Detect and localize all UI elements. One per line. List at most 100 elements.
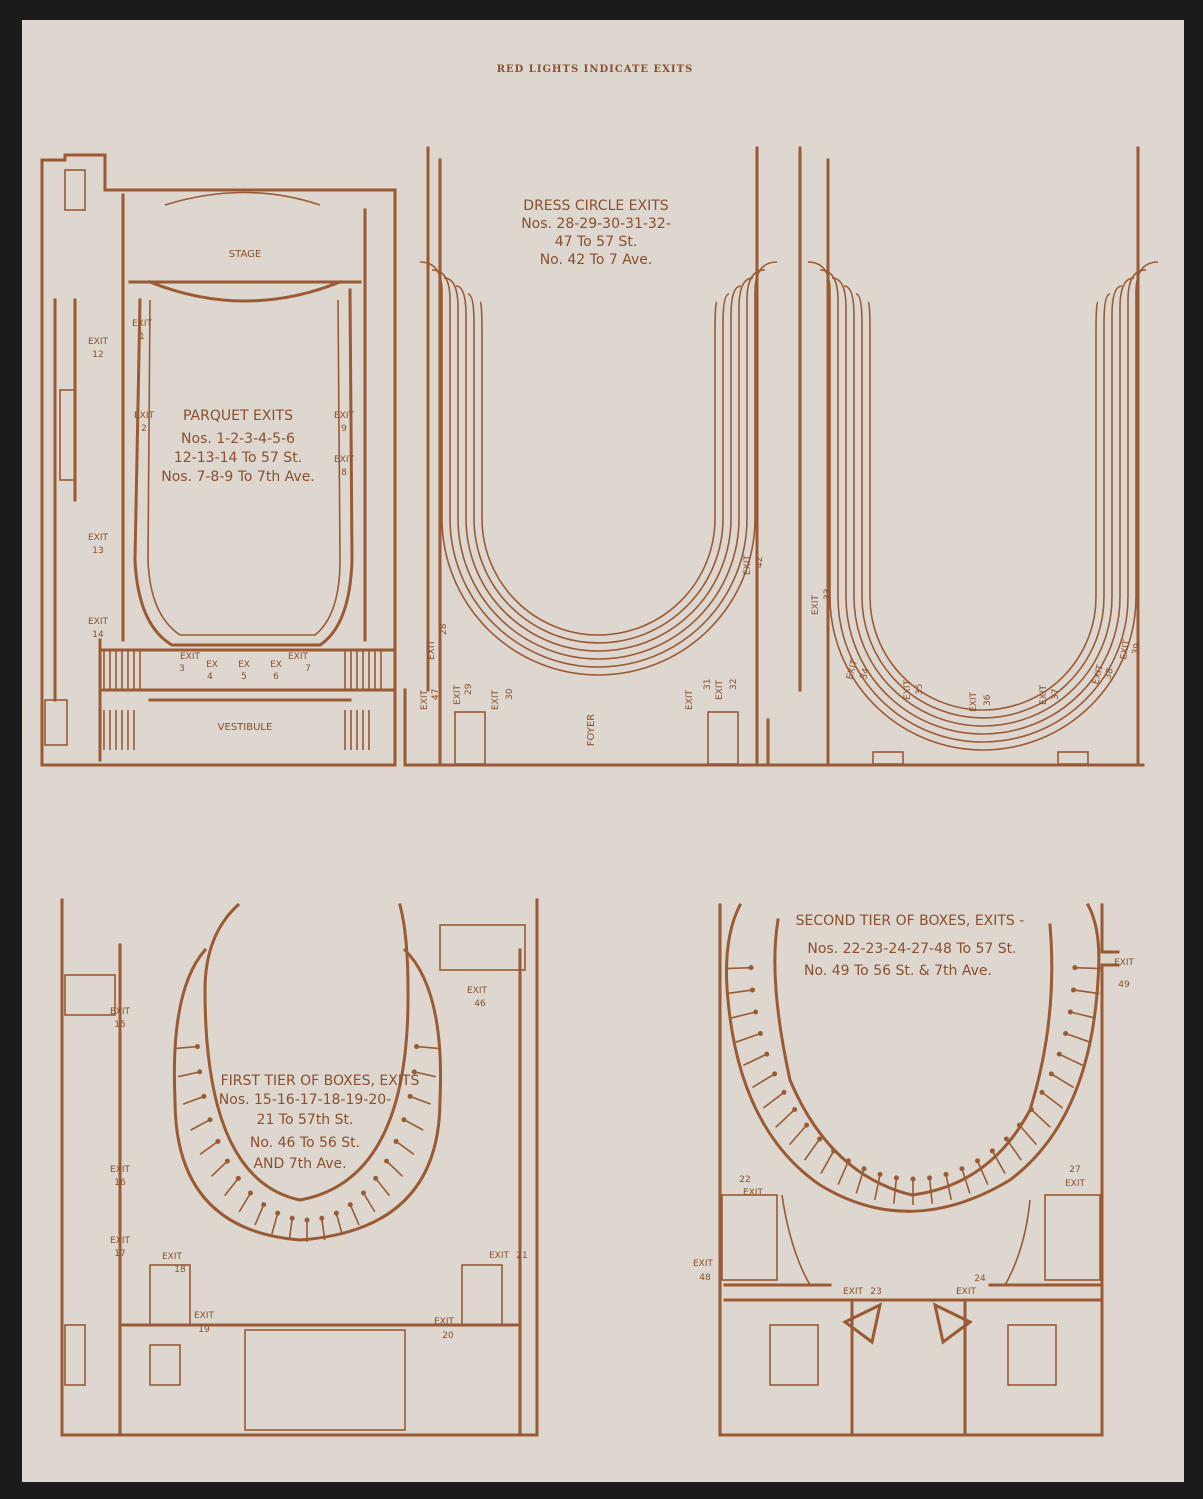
svg-text:EXIT: EXIT	[162, 1252, 183, 1262]
svg-text:17: 17	[114, 1249, 125, 1259]
second-tier-box-divider-seat	[893, 1175, 899, 1181]
second-tier-box-divider-seat	[927, 1175, 933, 1181]
svg-text:28: 28	[439, 623, 449, 635]
parquet-closet	[59, 389, 76, 481]
second-tier-title: SECOND TIER OF BOXES, EXITS -	[796, 913, 1025, 929]
second-tier-stair-left	[721, 1194, 778, 1281]
svg-text:EXIT: EXIT	[134, 411, 155, 421]
dress-circle-rows-left	[419, 261, 778, 676]
first-tier-boxes	[175, 1044, 439, 1242]
svg-text:6: 6	[273, 672, 279, 682]
first-tier-box-divider	[238, 1192, 252, 1213]
svg-text:19: 19	[198, 1325, 210, 1335]
dc-seat-block-left	[872, 751, 904, 765]
svg-text:29: 29	[464, 683, 474, 695]
first-tier-box-divider	[223, 1177, 239, 1197]
first-tier-box-divider	[199, 1140, 219, 1155]
second-tier-box-divider	[1065, 1032, 1091, 1043]
svg-text:EXIT: EXIT	[110, 1236, 131, 1246]
svg-text:38: 38	[1103, 667, 1116, 681]
second-tier-line-1: Nos. 22-23-24-27-48 To 57 St.	[807, 941, 1016, 957]
first-tier-box-divider-seat	[407, 1093, 413, 1099]
first-tier-balcony-rail	[172, 947, 443, 1242]
second-tier-box-divider	[873, 1174, 881, 1201]
second-tier-rail-inner	[773, 918, 1054, 1197]
svg-text:EX: EX	[270, 660, 282, 670]
svg-text:8: 8	[341, 468, 347, 478]
svg-text:7: 7	[305, 664, 311, 674]
dress-circle-row-right-3	[831, 277, 1135, 735]
svg-text:EXIT: EXIT	[489, 1251, 510, 1261]
second-tier-box-divider-seat	[792, 1107, 798, 1113]
first-tier-stair-20	[461, 1264, 503, 1326]
svg-text:4: 4	[207, 672, 213, 682]
second-tier-box-divider-seat	[750, 987, 756, 993]
first-tier-box-divider-seat	[224, 1158, 230, 1164]
stage-door-block	[64, 169, 86, 211]
svg-text:EXIT: EXIT	[110, 1007, 131, 1017]
second-tier-box-divider	[742, 1053, 768, 1067]
second-tier-box-divider-seat	[817, 1136, 823, 1142]
box-level-corridor-left	[781, 1194, 811, 1286]
second-tier-box-divider	[1041, 1091, 1064, 1109]
svg-text:EXIT: EXIT	[956, 1287, 977, 1297]
second-tier-closet-right	[1007, 1324, 1057, 1386]
dc-seat-block-right	[1057, 751, 1089, 765]
second-tier-box-divider	[1050, 1073, 1074, 1089]
svg-text:EXIT: EXIT	[288, 652, 309, 662]
exit-2-marker: EXIT 2	[134, 411, 155, 434]
second-tier-box-divider-seat	[975, 1158, 981, 1164]
svg-text:32: 32	[729, 679, 739, 690]
second-tier-box-divider-seat	[1067, 1009, 1073, 1015]
svg-text:EXIT: EXIT	[180, 652, 201, 662]
svg-text:20: 20	[442, 1331, 454, 1341]
dc-stair-right	[707, 711, 739, 765]
parquet-outer-wall	[40, 153, 397, 767]
svg-text:EXIT: EXIT	[1114, 958, 1135, 968]
svg-text:18: 18	[174, 1265, 186, 1275]
svg-text:2: 2	[141, 424, 147, 434]
second-tier-box-divider	[803, 1138, 821, 1161]
second-tier-box-divider-seat	[781, 1089, 787, 1095]
svg-text:33: 33	[823, 589, 833, 600]
dress-circle-row-right-4	[843, 285, 1123, 727]
second-tier-box-divider	[991, 1150, 1006, 1174]
svg-text:3: 3	[179, 664, 185, 674]
second-tier-box-divider	[837, 1160, 850, 1186]
svg-text:1: 1	[139, 332, 145, 342]
first-tier-box-divider	[403, 1119, 424, 1131]
second-tier-box-divider	[928, 1177, 934, 1204]
svg-text:EX: EX	[238, 660, 250, 670]
dress-circle-line-3: No. 42 To 7 Ave.	[540, 252, 653, 268]
first-tier-box-divider	[210, 1160, 228, 1177]
second-tier-box-divider	[762, 1091, 785, 1109]
svg-text:EXIT: EXIT	[194, 1311, 215, 1321]
second-tier-box-divider-seat	[1016, 1122, 1022, 1128]
parquet-auditorium-outline	[133, 288, 354, 647]
first-tier-box-divider-seat	[384, 1158, 390, 1164]
svg-text:EXIT: EXIT	[693, 1259, 714, 1269]
dc-stair-left	[454, 711, 486, 765]
second-tier-boxes	[725, 965, 1101, 1205]
first-tier-box-divider	[320, 1218, 326, 1241]
dress-circle-row-left-4	[455, 285, 742, 652]
first-tier-stair-18	[149, 1264, 191, 1326]
parquet-line-2: 12-13-14 To 57 St.	[174, 450, 302, 466]
second-tier-box-divider-seat	[757, 1030, 763, 1036]
parquet-stairs	[103, 650, 382, 750]
first-tier-box-divider-seat	[289, 1215, 295, 1221]
first-tier-box-divider-seat	[235, 1175, 241, 1181]
first-tier-box-divider-seat	[373, 1175, 379, 1181]
first-tier-box-divider	[190, 1119, 211, 1131]
svg-text:EXIT: EXIT	[969, 691, 979, 712]
orchestra-front-curve	[148, 280, 342, 303]
second-tier-box-divider	[1018, 1124, 1038, 1146]
